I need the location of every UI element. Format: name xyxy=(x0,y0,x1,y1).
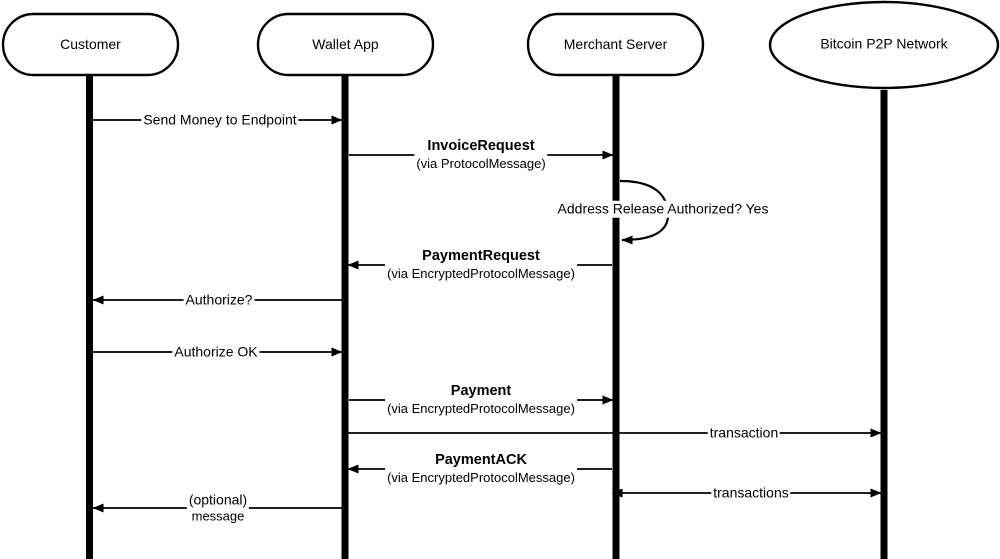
message-primary-address-release-authorized: Address Release Authorized? Yes xyxy=(557,200,769,217)
message-secondary-payment-request: (via EncryptedProtocolMessage) xyxy=(387,265,575,281)
message-label-send-money-to-endpoint: Send Money to Endpoint xyxy=(141,111,299,129)
actor-merchant[interactable]: Merchant Server xyxy=(526,12,705,77)
actor-label-merchant: Merchant Server xyxy=(564,36,668,52)
message-primary-authorize-ok: Authorize OK xyxy=(174,343,258,360)
actor-customer[interactable]: Customer xyxy=(1,12,180,77)
message-primary-payment: Payment xyxy=(450,383,512,400)
message-label-payment-ack: PaymentACK (via EncryptedProtocolMessage… xyxy=(385,451,577,487)
message-primary-payment-ack: PaymentACK xyxy=(435,452,527,469)
actor-bitcoin[interactable]: Bitcoin P2P Network xyxy=(768,0,1000,90)
message-label-payment-request: PaymentRequest (via EncryptedProtocolMes… xyxy=(385,247,577,283)
message-label-transactions: transactions xyxy=(711,484,791,502)
message-label-optional-message: (optional) message xyxy=(186,490,250,526)
message-label-payment: Payment (via EncryptedProtocolMessage) xyxy=(385,382,577,418)
message-secondary-payment: (via EncryptedProtocolMessage) xyxy=(387,400,575,416)
message-primary-optional-message: (optional) xyxy=(188,491,248,508)
message-primary-send-money-to-endpoint: Send Money to Endpoint xyxy=(143,111,297,128)
message-primary-invoice-request: InvoiceRequest xyxy=(427,138,535,155)
message-secondary-optional-message: message xyxy=(191,508,245,524)
message-label-authorize-ok: Authorize OK xyxy=(172,343,260,361)
message-label-transaction: transaction xyxy=(707,424,781,442)
message-label-invoice-request: InvoiceRequest (via ProtocolMessage) xyxy=(414,137,548,173)
actor-label-bitcoin: Bitcoin P2P Network xyxy=(820,36,948,52)
message-primary-transaction: transaction xyxy=(709,424,779,441)
message-primary-payment-request: PaymentRequest xyxy=(422,248,540,265)
message-secondary-invoice-request: (via ProtocolMessage) xyxy=(416,155,546,171)
message-secondary-payment-ack: (via EncryptedProtocolMessage) xyxy=(387,469,575,485)
message-label-address-release-authorized: Address Release Authorized? Yes xyxy=(555,200,771,218)
actor-label-wallet: Wallet App xyxy=(312,36,379,52)
actor-wallet[interactable]: Wallet App xyxy=(256,12,435,77)
message-primary-authorize-question: Authorize? xyxy=(185,291,253,308)
message-primary-transactions: transactions xyxy=(713,484,789,501)
message-label-authorize-question: Authorize? xyxy=(183,291,255,309)
actor-label-customer: Customer xyxy=(60,36,121,52)
